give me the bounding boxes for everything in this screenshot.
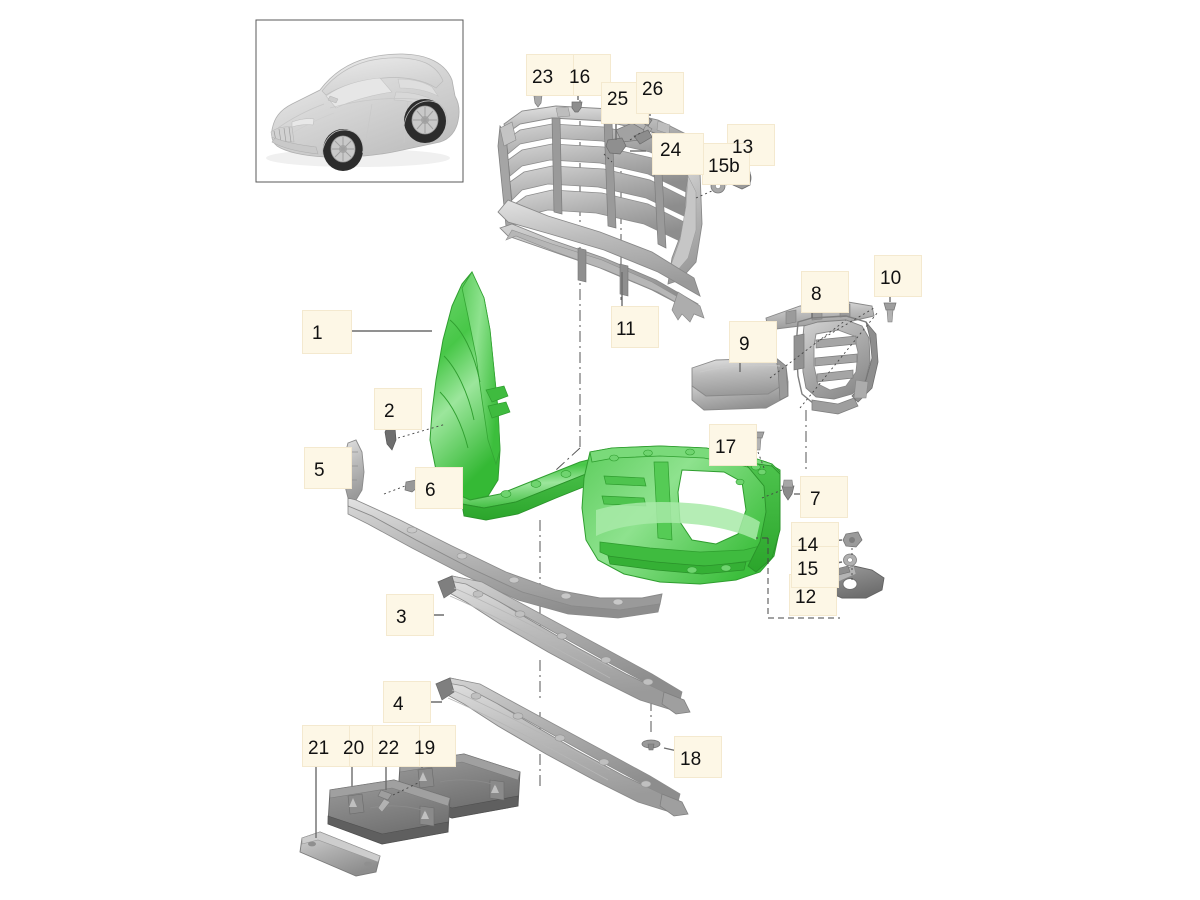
part-10-screw-tapping — [883, 302, 897, 323]
callout-label-10[interactable]: 10 — [880, 268, 902, 289]
part-16-grommet — [571, 101, 583, 113]
callout-label-6[interactable]: 6 — [425, 480, 436, 501]
callout-label-5[interactable]: 5 — [314, 460, 325, 481]
callout-label-15[interactable]: 15 — [797, 559, 819, 580]
label-highlight-23 — [526, 54, 574, 96]
callout-label-14[interactable]: 14 — [797, 535, 819, 556]
part-12-trim-insert-corner — [827, 565, 885, 599]
vehicle-thumbnail — [255, 19, 464, 183]
callout-label-11[interactable]: 11 — [616, 319, 636, 340]
label-highlight-17 — [709, 424, 757, 466]
label-highlight-10 — [874, 255, 922, 297]
callout-label-19[interactable]: 19 — [414, 738, 436, 759]
part-20-licence-plate-bracket — [327, 779, 451, 845]
callout-label-2[interactable]: 2 — [384, 401, 395, 422]
callout-label-22[interactable]: 22 — [378, 738, 400, 759]
callout-label-20[interactable]: 20 — [343, 738, 365, 759]
callout-label-25[interactable]: 25 — [607, 89, 629, 110]
label-highlight-2 — [374, 388, 422, 430]
label-highlight-18 — [674, 736, 722, 778]
label-highlight-22 — [372, 725, 420, 767]
part-4-spoiler-lower-valance-alt — [435, 677, 689, 817]
label-highlight-9 — [729, 321, 777, 363]
part-3-spoiler-lower-valance — [437, 575, 691, 715]
label-highlight-7 — [800, 476, 848, 518]
callout-label-13[interactable]: 13 — [732, 137, 754, 158]
label-highlight-8 — [801, 271, 849, 313]
callout-label-17[interactable]: 17 — [715, 437, 737, 458]
part-upper-grey-valance — [347, 497, 663, 619]
part-7-expanding-nut — [781, 479, 795, 501]
callout-label-9[interactable]: 9 — [739, 334, 750, 355]
part-8-grille-air-intake-bracket — [765, 301, 879, 415]
callout-label-1[interactable]: 1 — [312, 323, 323, 344]
callout-label-4[interactable]: 4 — [393, 694, 404, 715]
callout-label-21[interactable]: 21 — [308, 738, 330, 759]
label-highlight-1 — [302, 310, 352, 354]
part-25-holder-clip — [605, 137, 627, 155]
part-15-washer — [843, 553, 857, 567]
callout-label-23[interactable]: 23 — [532, 67, 554, 88]
callout-label-12[interactable]: 12 — [795, 587, 817, 608]
callout-label-15b[interactable]: 15b — [708, 156, 740, 177]
label-highlight-21 — [302, 725, 350, 767]
label-highlight-15 — [791, 546, 839, 588]
label-highlight-5 — [304, 447, 352, 489]
part-21-licence-plate-frame-strip — [299, 831, 381, 877]
group-14-15-12 — [756, 531, 885, 619]
label-highlight-24 — [652, 133, 704, 175]
connector-lines-right-module — [769, 307, 879, 409]
callout-label-16[interactable]: 16 — [569, 67, 591, 88]
part-14-clip-nut — [842, 531, 863, 548]
label-highlight-11 — [611, 306, 659, 348]
label-highlight-26 — [636, 72, 684, 114]
car-illustration — [266, 53, 460, 171]
callout-label-26[interactable]: 26 — [642, 79, 664, 100]
part-9-cover-panel — [691, 357, 789, 411]
label-highlight-15b — [702, 143, 750, 185]
label-highlight-6 — [415, 467, 463, 509]
label-highlight-3 — [386, 594, 434, 636]
callout-label-24[interactable]: 24 — [660, 140, 682, 161]
part-18-rivet-push — [641, 739, 661, 751]
part-22-screw-self-tapping — [377, 789, 393, 813]
part-23-clip-spring — [533, 94, 543, 108]
callout-label-18[interactable]: 18 — [680, 749, 702, 770]
callout-label-7[interactable]: 7 — [810, 489, 821, 510]
callout-label-8[interactable]: 8 — [811, 284, 822, 305]
callout-label-3[interactable]: 3 — [396, 607, 407, 628]
label-highlight-4 — [383, 681, 431, 723]
